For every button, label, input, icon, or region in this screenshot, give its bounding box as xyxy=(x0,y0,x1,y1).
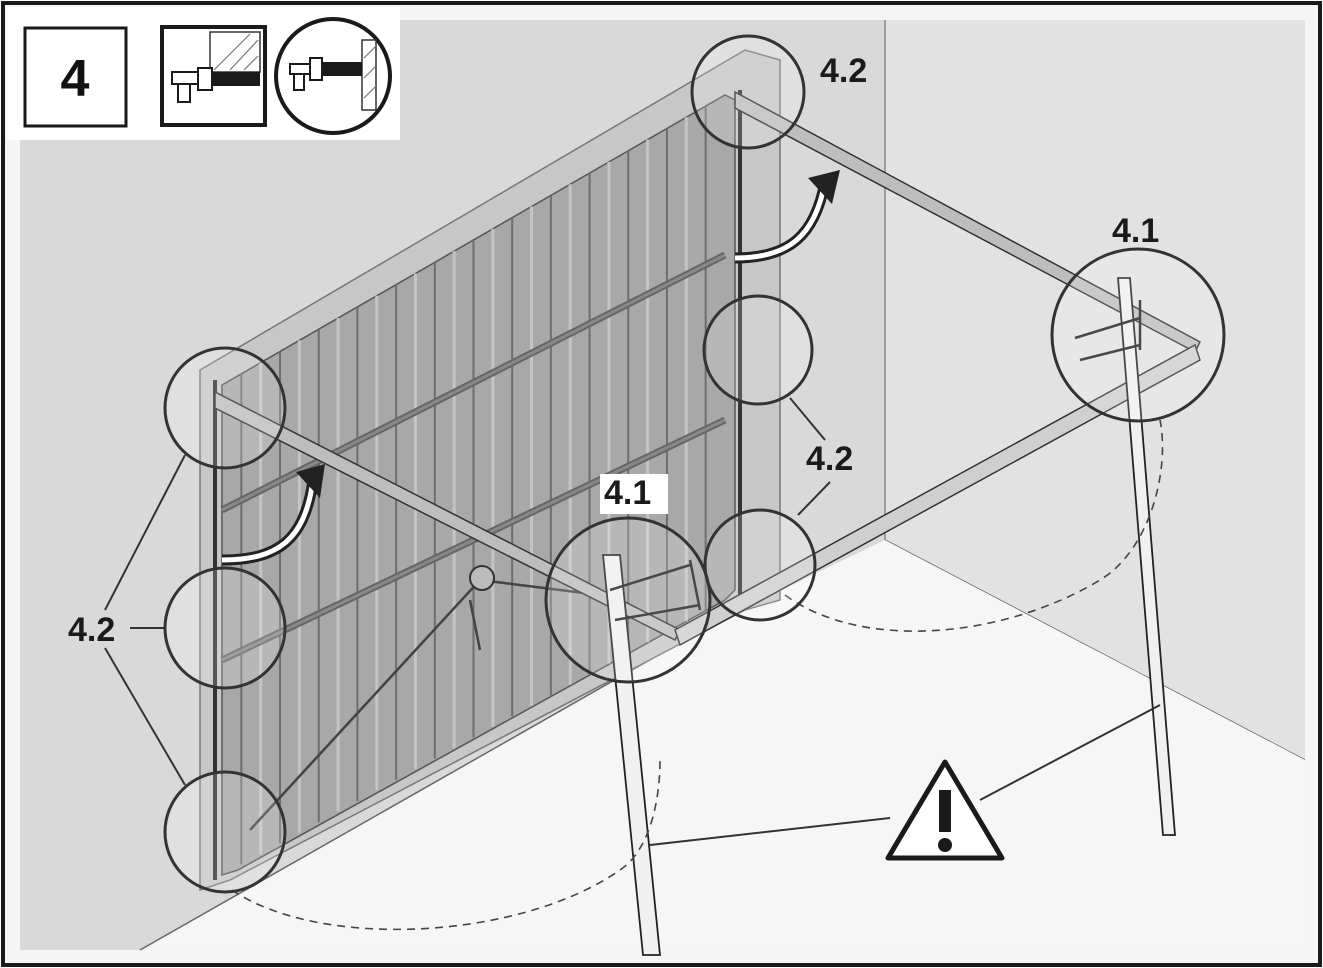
callout-center-strut xyxy=(544,516,712,684)
label-bg-center xyxy=(600,474,668,514)
clamps xyxy=(609,300,1142,622)
side-wall xyxy=(885,20,1305,760)
transport-frame xyxy=(214,90,1201,647)
label-top-right: 4.2 xyxy=(820,52,867,90)
callout-top-right xyxy=(690,34,806,150)
callout-left-top xyxy=(163,346,287,470)
label-left: 4.2 xyxy=(68,611,115,649)
label-right-strut: 4.1 xyxy=(1112,212,1159,250)
leader-lines xyxy=(104,397,1161,846)
support-struts xyxy=(602,277,1176,956)
callout-right-hinge xyxy=(702,294,814,406)
callout-left-middle xyxy=(163,566,287,690)
door-leaf xyxy=(221,94,736,877)
drill-wall-side-icon xyxy=(274,17,392,135)
warning-triangle-icon xyxy=(885,759,1005,861)
callout-right-bottom xyxy=(703,508,817,622)
label-right-middle: 4.2 xyxy=(806,440,853,478)
label-center-strut: 4.1 xyxy=(604,474,651,512)
floor xyxy=(140,540,1305,950)
step-number: 4 xyxy=(61,50,90,108)
lift-arrows xyxy=(221,170,840,566)
step-box xyxy=(23,26,128,128)
callout-circles xyxy=(163,34,1226,894)
swing-arcs xyxy=(231,419,1164,931)
drill-wall-behind-icon xyxy=(160,25,267,127)
callout-right-strut xyxy=(1050,247,1226,423)
door-ribs xyxy=(240,106,707,865)
callout-left-bottom xyxy=(163,770,287,894)
